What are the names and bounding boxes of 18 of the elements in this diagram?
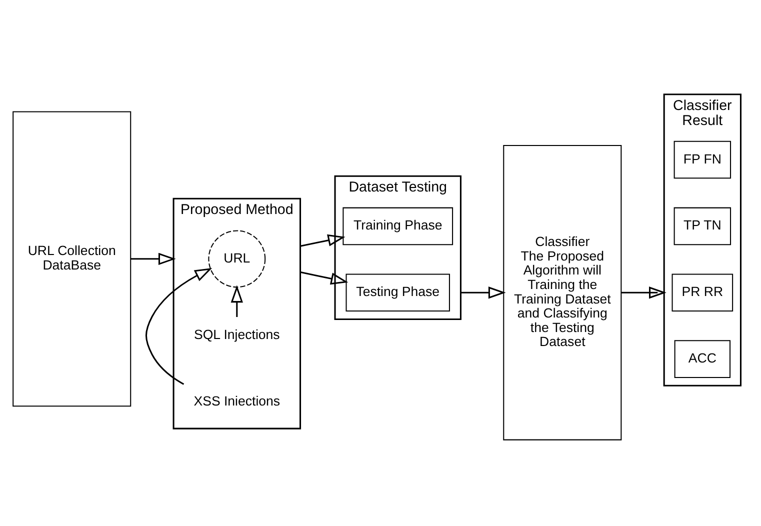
node-box: FP FN <box>673 140 731 179</box>
node-circle: URL <box>208 230 266 288</box>
arrow <box>130 252 176 265</box>
arrow <box>621 286 666 299</box>
node-box: URL Collection DataBase <box>12 111 131 407</box>
arrow <box>230 285 242 317</box>
node-text: SQL Injections <box>194 327 280 342</box>
node-box: Classifier The Proposed Algorithm will Training the Training Dataset and Classifying the Testing Dataset <box>502 144 622 440</box>
arrow <box>144 268 212 385</box>
arrow <box>460 286 506 299</box>
node-text: XSS Iniections <box>193 393 280 408</box>
node-box: Testing Phase <box>345 274 450 312</box>
node-box: TP TN <box>673 207 731 246</box>
node-box: Training Phase <box>342 207 453 246</box>
arrow <box>300 271 348 285</box>
arrow <box>300 234 345 247</box>
node-box: PR RR <box>671 274 733 312</box>
node-box: ACC <box>674 340 730 378</box>
